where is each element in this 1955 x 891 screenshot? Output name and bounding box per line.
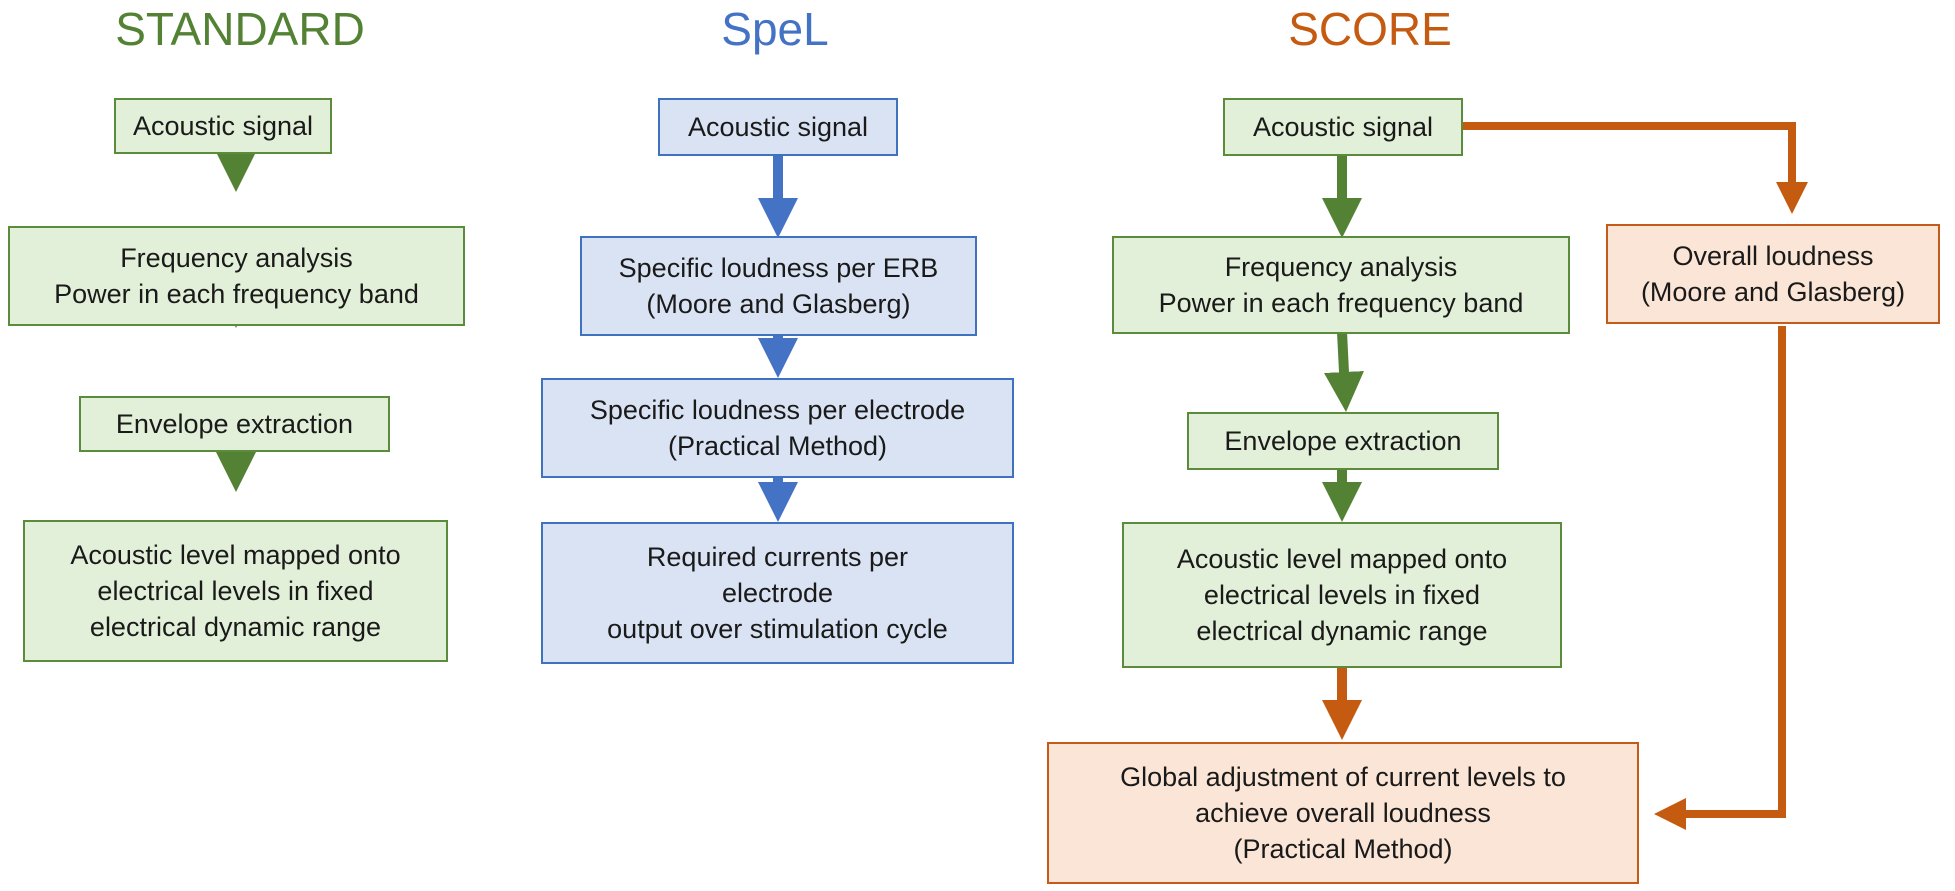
score-envelope-extraction-box: Envelope extraction	[1187, 412, 1499, 470]
score-title: SCORE	[1288, 3, 1452, 55]
spel-title: SpeL	[721, 3, 829, 55]
score-frequency-analysis-box: Frequency analysis Power in each frequen…	[1112, 236, 1570, 334]
spel-specific-loudness-erb-box: Specific loudness per ERB (Moore and Gla…	[580, 236, 977, 336]
standard-acoustic-signal-box: Acoustic signal	[114, 98, 332, 154]
score-side-arrow-top	[1462, 122, 1808, 214]
score-acoustic-level-box: Acoustic level mapped onto electrical le…	[1122, 522, 1562, 668]
score-global-adjustment-box: Global adjustment of current levels to a…	[1047, 742, 1639, 884]
score-acoustic-signal-box: Acoustic signal	[1223, 98, 1463, 156]
score-arrow-2	[1324, 331, 1364, 412]
spel-acoustic-signal-box: Acoustic signal	[658, 98, 898, 156]
spel-required-currents-box: Required currents per electrode output o…	[541, 522, 1014, 664]
standard-acoustic-level-box: Acoustic level mapped onto electrical le…	[23, 520, 448, 662]
standard-frequency-analysis-box: Frequency analysis Power in each frequen…	[8, 226, 465, 326]
score-overall-loudness-box: Overall loudness (Moore and Glasberg)	[1606, 224, 1940, 324]
spel-specific-loudness-electrode-box: Specific loudness per electrode (Practic…	[541, 378, 1014, 478]
score-side-arrow-bottom	[1654, 326, 1786, 830]
standard-envelope-extraction-box: Envelope extraction	[79, 396, 390, 452]
standard-title: STANDARD	[115, 3, 365, 55]
